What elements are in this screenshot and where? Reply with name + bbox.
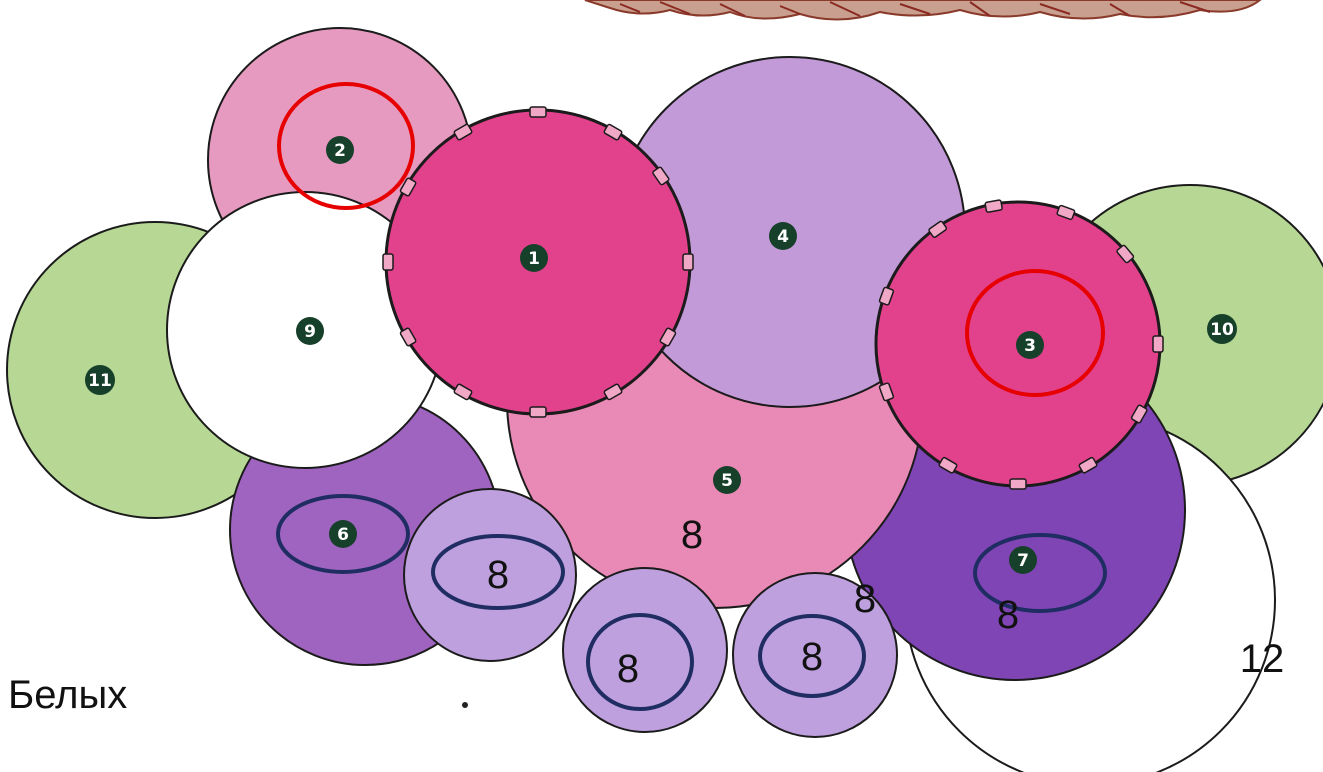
label-8-bottom-left: 8 (617, 647, 639, 691)
svg-text:11: 11 (88, 371, 112, 391)
badge-1: 1 (520, 244, 548, 272)
paper-speck (462, 702, 468, 708)
svg-text:9: 9 (304, 322, 316, 342)
svg-text:10: 10 (1210, 320, 1234, 340)
caption-white: Белых (8, 673, 127, 717)
svg-text:5: 5 (721, 471, 733, 491)
label-8-inside-6-area: 8 (487, 553, 509, 597)
plant-3-notch (1153, 336, 1163, 352)
plant-1-notch (530, 107, 546, 117)
label-12: 12 (1240, 637, 1285, 681)
badge-9: 9 (296, 317, 324, 345)
badge-10: 10 (1207, 314, 1237, 344)
label-8-center: 8 (681, 513, 703, 557)
badge-4: 4 (769, 222, 797, 250)
plant-1-notch (383, 254, 393, 270)
plant-1-notch (683, 254, 693, 270)
badge-2: 2 (326, 136, 354, 164)
badge-6: 6 (329, 520, 357, 548)
plant-3-notch (1010, 479, 1026, 489)
plant-1-notch (530, 407, 546, 417)
badge-7: 7 (1009, 546, 1037, 574)
svg-text:3: 3 (1024, 336, 1036, 356)
label-8-right-edge: 8 (854, 577, 876, 621)
badge-5: 5 (713, 466, 741, 494)
svg-text:7: 7 (1017, 551, 1029, 571)
label-8-bottom-right: 8 (801, 635, 823, 679)
svg-text:6: 6 (337, 525, 349, 545)
badge-3: 3 (1016, 331, 1044, 359)
label-8-under-7: 8 (997, 593, 1019, 637)
svg-text:2: 2 (334, 141, 346, 161)
badge-11: 11 (85, 365, 115, 395)
plant-3-notch (985, 200, 1002, 213)
svg-text:1: 1 (528, 249, 540, 269)
svg-text:4: 4 (777, 227, 789, 247)
